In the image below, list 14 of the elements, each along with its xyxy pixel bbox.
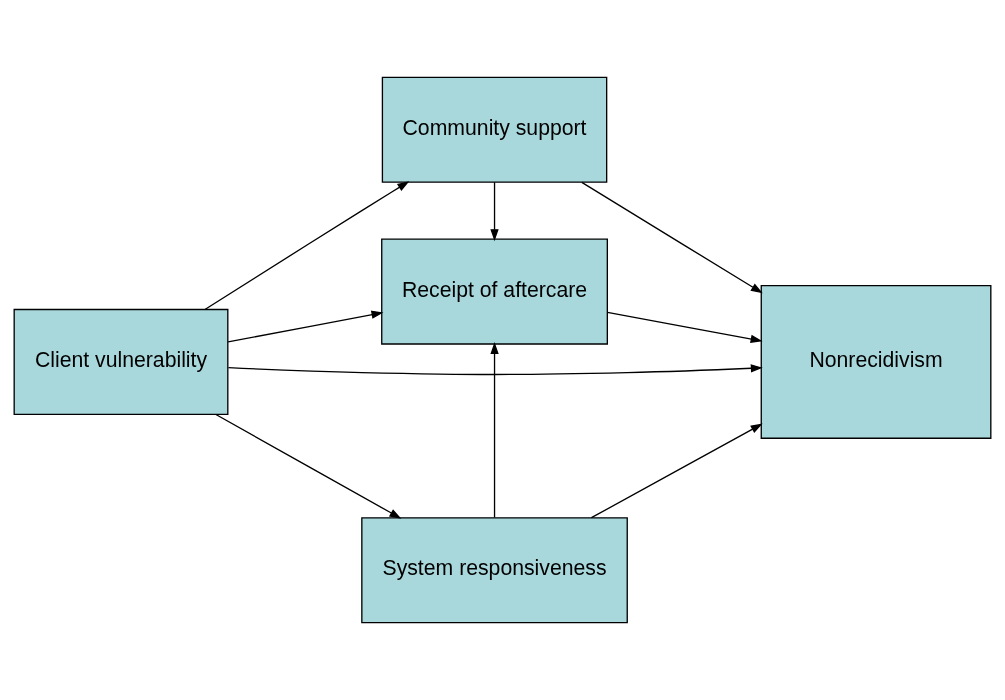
arrow (606, 311, 763, 344)
arrow (490, 342, 499, 519)
arrow (204, 181, 410, 310)
arrow (227, 364, 763, 376)
node-box: Receipt of aftercare (381, 238, 608, 345)
node-box: Nonrecidivism (760, 284, 992, 439)
node-box: System responsiveness (361, 517, 628, 624)
arrow (590, 423, 763, 519)
node-box: Client vulnerability (13, 308, 229, 416)
arrow (581, 181, 763, 294)
arrow (490, 181, 499, 242)
node-box: Community support (381, 76, 608, 183)
arrow (227, 310, 384, 343)
arrow (215, 413, 402, 519)
